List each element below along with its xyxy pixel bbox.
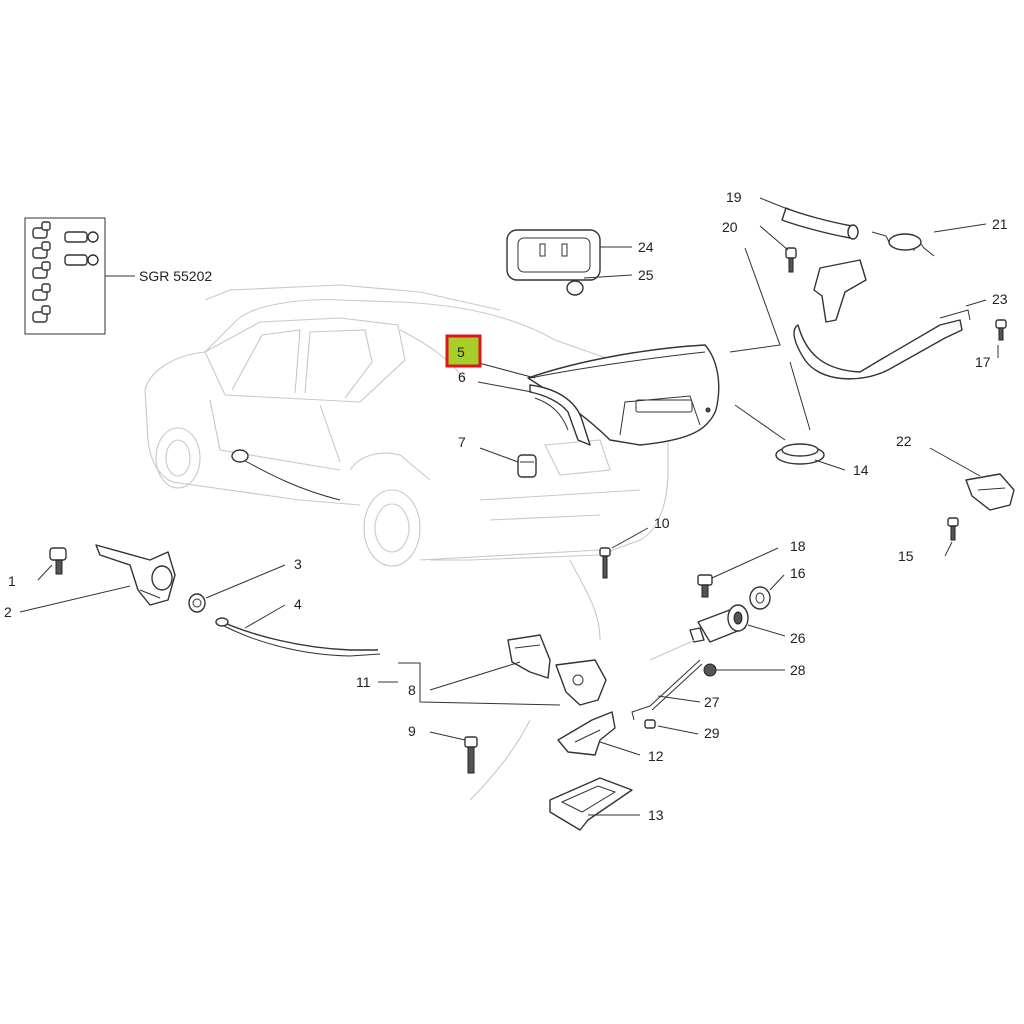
part-label-21[interactable]: 21 bbox=[992, 216, 1008, 232]
part-label-28[interactable]: 28 bbox=[790, 662, 806, 678]
part-14-grommet bbox=[775, 443, 846, 471]
part-label-17[interactable]: 17 bbox=[975, 354, 991, 370]
part-9-bolt bbox=[429, 731, 478, 774]
part-hinge-arm bbox=[793, 259, 987, 380]
highlighted-part-callout[interactable] bbox=[445, 334, 482, 368]
part-label-20[interactable]: 20 bbox=[722, 219, 738, 235]
part-label-6[interactable]: 6 bbox=[458, 369, 466, 385]
part-label-11[interactable]: 11 bbox=[356, 674, 371, 690]
part-21-spring bbox=[871, 223, 987, 257]
part-label-3[interactable]: 3 bbox=[294, 556, 302, 572]
part-12-latch bbox=[557, 711, 641, 756]
part-label-18[interactable]: 18 bbox=[790, 538, 806, 554]
part-7-bumper bbox=[479, 447, 537, 478]
part-label-27[interactable]: 27 bbox=[704, 694, 720, 710]
part-number-labels: 1 2 3 4 5 6 7 8 9 10 11 12 13 14 15 16 1… bbox=[4, 189, 1008, 823]
part-label-26[interactable]: 26 bbox=[790, 630, 806, 646]
part-11-bracket-lines bbox=[378, 662, 561, 706]
part-4-cable bbox=[215, 449, 381, 657]
part-6-seal bbox=[477, 381, 591, 446]
part-label-4[interactable]: 4 bbox=[294, 596, 302, 612]
part-2-release-handle bbox=[19, 544, 176, 613]
part-label-19[interactable]: 19 bbox=[726, 189, 742, 205]
part-label-5[interactable]: 5 bbox=[457, 344, 465, 360]
part-label-16[interactable]: 16 bbox=[790, 565, 806, 581]
part-10-bolt bbox=[599, 527, 649, 579]
part-19-tube bbox=[759, 197, 859, 240]
part-label-23[interactable]: 23 bbox=[992, 291, 1008, 307]
part-lock-body bbox=[429, 659, 607, 706]
kit-code-label: SGR 55202 bbox=[139, 268, 212, 284]
part-label-12[interactable]: 12 bbox=[648, 748, 664, 764]
part-28-clip bbox=[703, 663, 785, 677]
part-8-bracket bbox=[507, 634, 551, 679]
part-label-7[interactable]: 7 bbox=[458, 434, 466, 450]
part-label-15[interactable]: 15 bbox=[898, 548, 914, 564]
part-26-lock-cylinder bbox=[689, 604, 786, 643]
part-25-plug bbox=[566, 274, 633, 296]
part-label-24[interactable]: 24 bbox=[638, 239, 654, 255]
part-label-2[interactable]: 2 bbox=[4, 604, 12, 620]
part-5-trunk-lid bbox=[474, 344, 720, 446]
part-20-bolt bbox=[759, 225, 797, 273]
guide-lines-centre bbox=[469, 559, 696, 801]
part-17-screw bbox=[995, 319, 1007, 358]
part-label-25[interactable]: 25 bbox=[638, 267, 654, 283]
part-1-bolt bbox=[37, 547, 67, 581]
guide-lines-right bbox=[729, 247, 811, 441]
part-29-clip bbox=[644, 719, 699, 735]
part-27-rod bbox=[631, 659, 703, 721]
part-label-14[interactable]: 14 bbox=[853, 462, 869, 478]
part-24-plate bbox=[506, 229, 632, 281]
part-label-29[interactable]: 29 bbox=[704, 725, 720, 741]
part-3-bushing bbox=[188, 564, 286, 613]
part-18-screw bbox=[697, 547, 779, 598]
part-label-10[interactable]: 10 bbox=[654, 515, 670, 531]
car-outline bbox=[144, 284, 669, 567]
part-label-13[interactable]: 13 bbox=[648, 807, 664, 823]
part-15-screw bbox=[944, 517, 959, 557]
part-label-1[interactable]: 1 bbox=[8, 573, 16, 589]
part-label-9[interactable]: 9 bbox=[408, 723, 416, 739]
part-label-8[interactable]: 8 bbox=[408, 682, 416, 698]
part-label-22[interactable]: 22 bbox=[896, 433, 912, 449]
kit-bulb-icons bbox=[32, 221, 99, 323]
part-13-tray bbox=[549, 777, 640, 831]
kit-inset: SGR 55202 bbox=[24, 217, 212, 335]
part-22-bracket bbox=[929, 447, 1015, 511]
part-16-washer bbox=[749, 574, 785, 610]
